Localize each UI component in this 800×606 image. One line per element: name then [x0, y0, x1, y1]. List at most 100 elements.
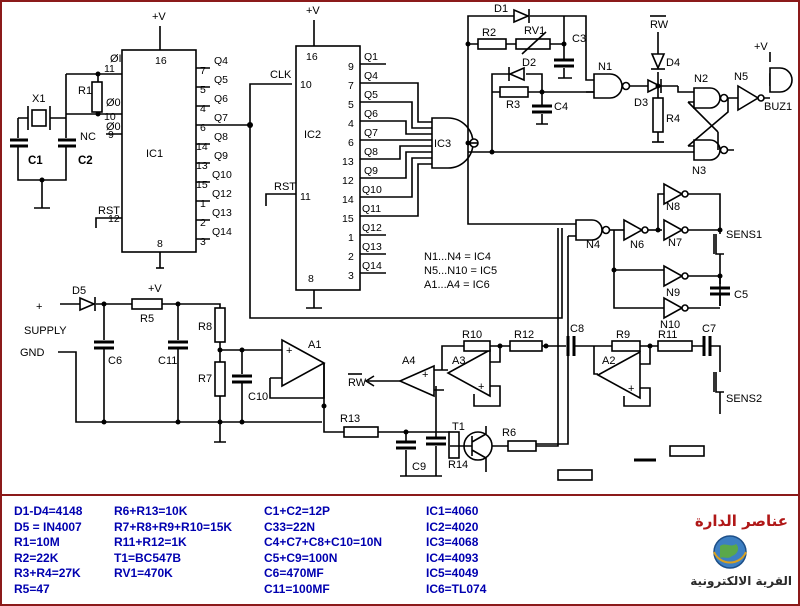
ic1-pin9: 9: [108, 129, 114, 141]
n1-label: N1: [598, 61, 612, 73]
n9-label: N9: [666, 287, 680, 299]
r1-label: R1: [78, 85, 92, 97]
part-item: C1+C2=12P: [264, 504, 331, 518]
c5-label: C5: [734, 289, 748, 301]
d4-label: D4: [666, 57, 680, 69]
c2-label: C2: [78, 155, 93, 167]
parts-col-capacitors: C1+C2=12P C33=22N C4+C7+C8+C10=10N C5+C9…: [264, 504, 382, 598]
c10-label: C10: [248, 391, 268, 403]
a4-label: A4: [402, 355, 415, 367]
r13-label: R13: [340, 413, 360, 425]
ic2-q9: Q9: [364, 165, 378, 177]
logo-title: عناصر الدارة: [694, 512, 788, 530]
a3-opamp: [446, 348, 491, 398]
globe-icon: [713, 535, 747, 569]
part-item: T1=BC547B: [114, 550, 182, 565]
part-item: R11+R12=1K: [114, 535, 187, 550]
ic2-pin-5: 5: [348, 99, 354, 111]
r6-label: R6: [502, 427, 516, 439]
ic2-rst-label: RST: [274, 181, 296, 193]
rw-top-label: RW: [650, 19, 669, 31]
n10-label: N10: [660, 319, 680, 331]
ic1-q7: Q7: [214, 112, 228, 124]
r11-label: R11: [658, 329, 677, 341]
r11-resistor: [657, 340, 693, 352]
r10-label: R10: [462, 329, 482, 341]
ic2-pin-12: 12: [342, 175, 354, 187]
part-item: IC2=4020: [426, 519, 479, 534]
n4-schmitt-nand: [575, 219, 603, 241]
ic1-q9: Q9: [214, 150, 228, 162]
part-item: IC3=4068: [426, 535, 479, 550]
ic2-q11: Q11: [362, 203, 381, 215]
c4-label: C4: [554, 101, 568, 113]
a1-label: A1: [308, 339, 321, 351]
c3-label: C3: [572, 33, 586, 45]
ic1-q10: Q10: [212, 169, 232, 181]
d1-diode: [513, 8, 531, 24]
ic1-q12: Q12: [212, 188, 232, 200]
ic2-q1: Q1: [364, 51, 378, 63]
r7-resistor: [214, 361, 226, 397]
part-item: RV1=470K: [114, 566, 173, 581]
a4-opamp: [398, 364, 435, 398]
n5-label: N5: [734, 71, 748, 83]
d3-diode: [647, 78, 662, 94]
ic1-pin-3: 3: [200, 236, 206, 248]
ic1-pin11: 11: [104, 63, 115, 75]
ic2-pin-4: 4: [348, 118, 354, 130]
r6-resistor: [507, 440, 537, 452]
r9-resistor: [611, 340, 641, 352]
ic1-q13: Q13: [212, 207, 232, 219]
part-item: R1=10M: [14, 535, 60, 550]
part-item: IC1=4060: [426, 504, 479, 518]
a1-plus: +: [286, 345, 292, 357]
c6-label: C6: [108, 355, 122, 367]
ic2-q7: Q7: [364, 127, 378, 139]
n4-label: N4: [586, 239, 600, 251]
ic3-label: IC3: [434, 138, 451, 150]
circuit-schematic: IC1 16 8 +V 11 10 9 12 ØI Ø0 Ø0 NC RST R…: [10, 3, 793, 481]
ic1-pin-4: 4: [200, 103, 206, 115]
part-item: C6=470MF: [264, 566, 324, 581]
site-logo: عناصر الدارة القرية الالكترونية: [682, 506, 794, 598]
parts-col-resistors: R6+R13=10K R7+R8+R9+R10=15K R11+R12=1K T…: [114, 504, 232, 582]
c8-label: C8: [570, 323, 584, 335]
ic2-pin-7: 7: [348, 80, 354, 92]
ic2-q4: Q4: [364, 70, 378, 82]
parts-col-ics: IC1=4060 IC2=4020 IC3=4068 IC4=4093 IC5=…: [426, 504, 486, 598]
n5-buffer: [737, 84, 760, 112]
ic2-q6: Q6: [364, 108, 378, 120]
ic1-pin-vdd: 16: [155, 55, 167, 67]
a2-label: A2: [602, 355, 615, 367]
n9-inverter: [663, 264, 684, 288]
n3-label: N3: [692, 165, 706, 177]
ic2-pin-14: 14: [342, 194, 354, 206]
r8-resistor: [214, 307, 226, 343]
ic2-q8: Q8: [364, 146, 378, 158]
ic1-label: IC1: [146, 148, 163, 160]
ic1-outputs: Q4 Q5 Q6 Q7 Q8 Q9 Q10 Q12 Q13 Q14 7 5 4 …: [196, 55, 232, 248]
ic1-osc-i: ØI: [110, 53, 122, 65]
part-item: R6+R13=10K: [114, 504, 188, 518]
gnd-label: GND: [20, 347, 45, 359]
n8-label: N8: [666, 201, 680, 213]
n1-schmitt-nand: [593, 73, 623, 99]
t1-label: T1: [452, 421, 465, 433]
ic2-vcc-label: +V: [306, 5, 320, 17]
d4-diode: [650, 53, 666, 71]
ic-map-line-2: N5...N10 = IC5: [424, 265, 497, 277]
ic2-clk-label: CLK: [270, 69, 292, 81]
block-mark-1: [557, 469, 593, 481]
d2-diode: [507, 66, 525, 82]
part-item: R2=22K: [14, 550, 59, 565]
n10-inverter: [663, 296, 684, 320]
buz-vcc-label: +V: [754, 41, 768, 53]
ic2-q12: Q12: [362, 222, 382, 234]
r4-resistor: [652, 97, 664, 133]
r14-resistor: [448, 431, 460, 459]
ic1-osc-o-bar: Ø0: [106, 97, 121, 109]
ic2-q5: Q5: [364, 89, 378, 101]
rv1-label: RV1: [524, 25, 545, 37]
ic2-pin-15: 15: [342, 213, 354, 225]
